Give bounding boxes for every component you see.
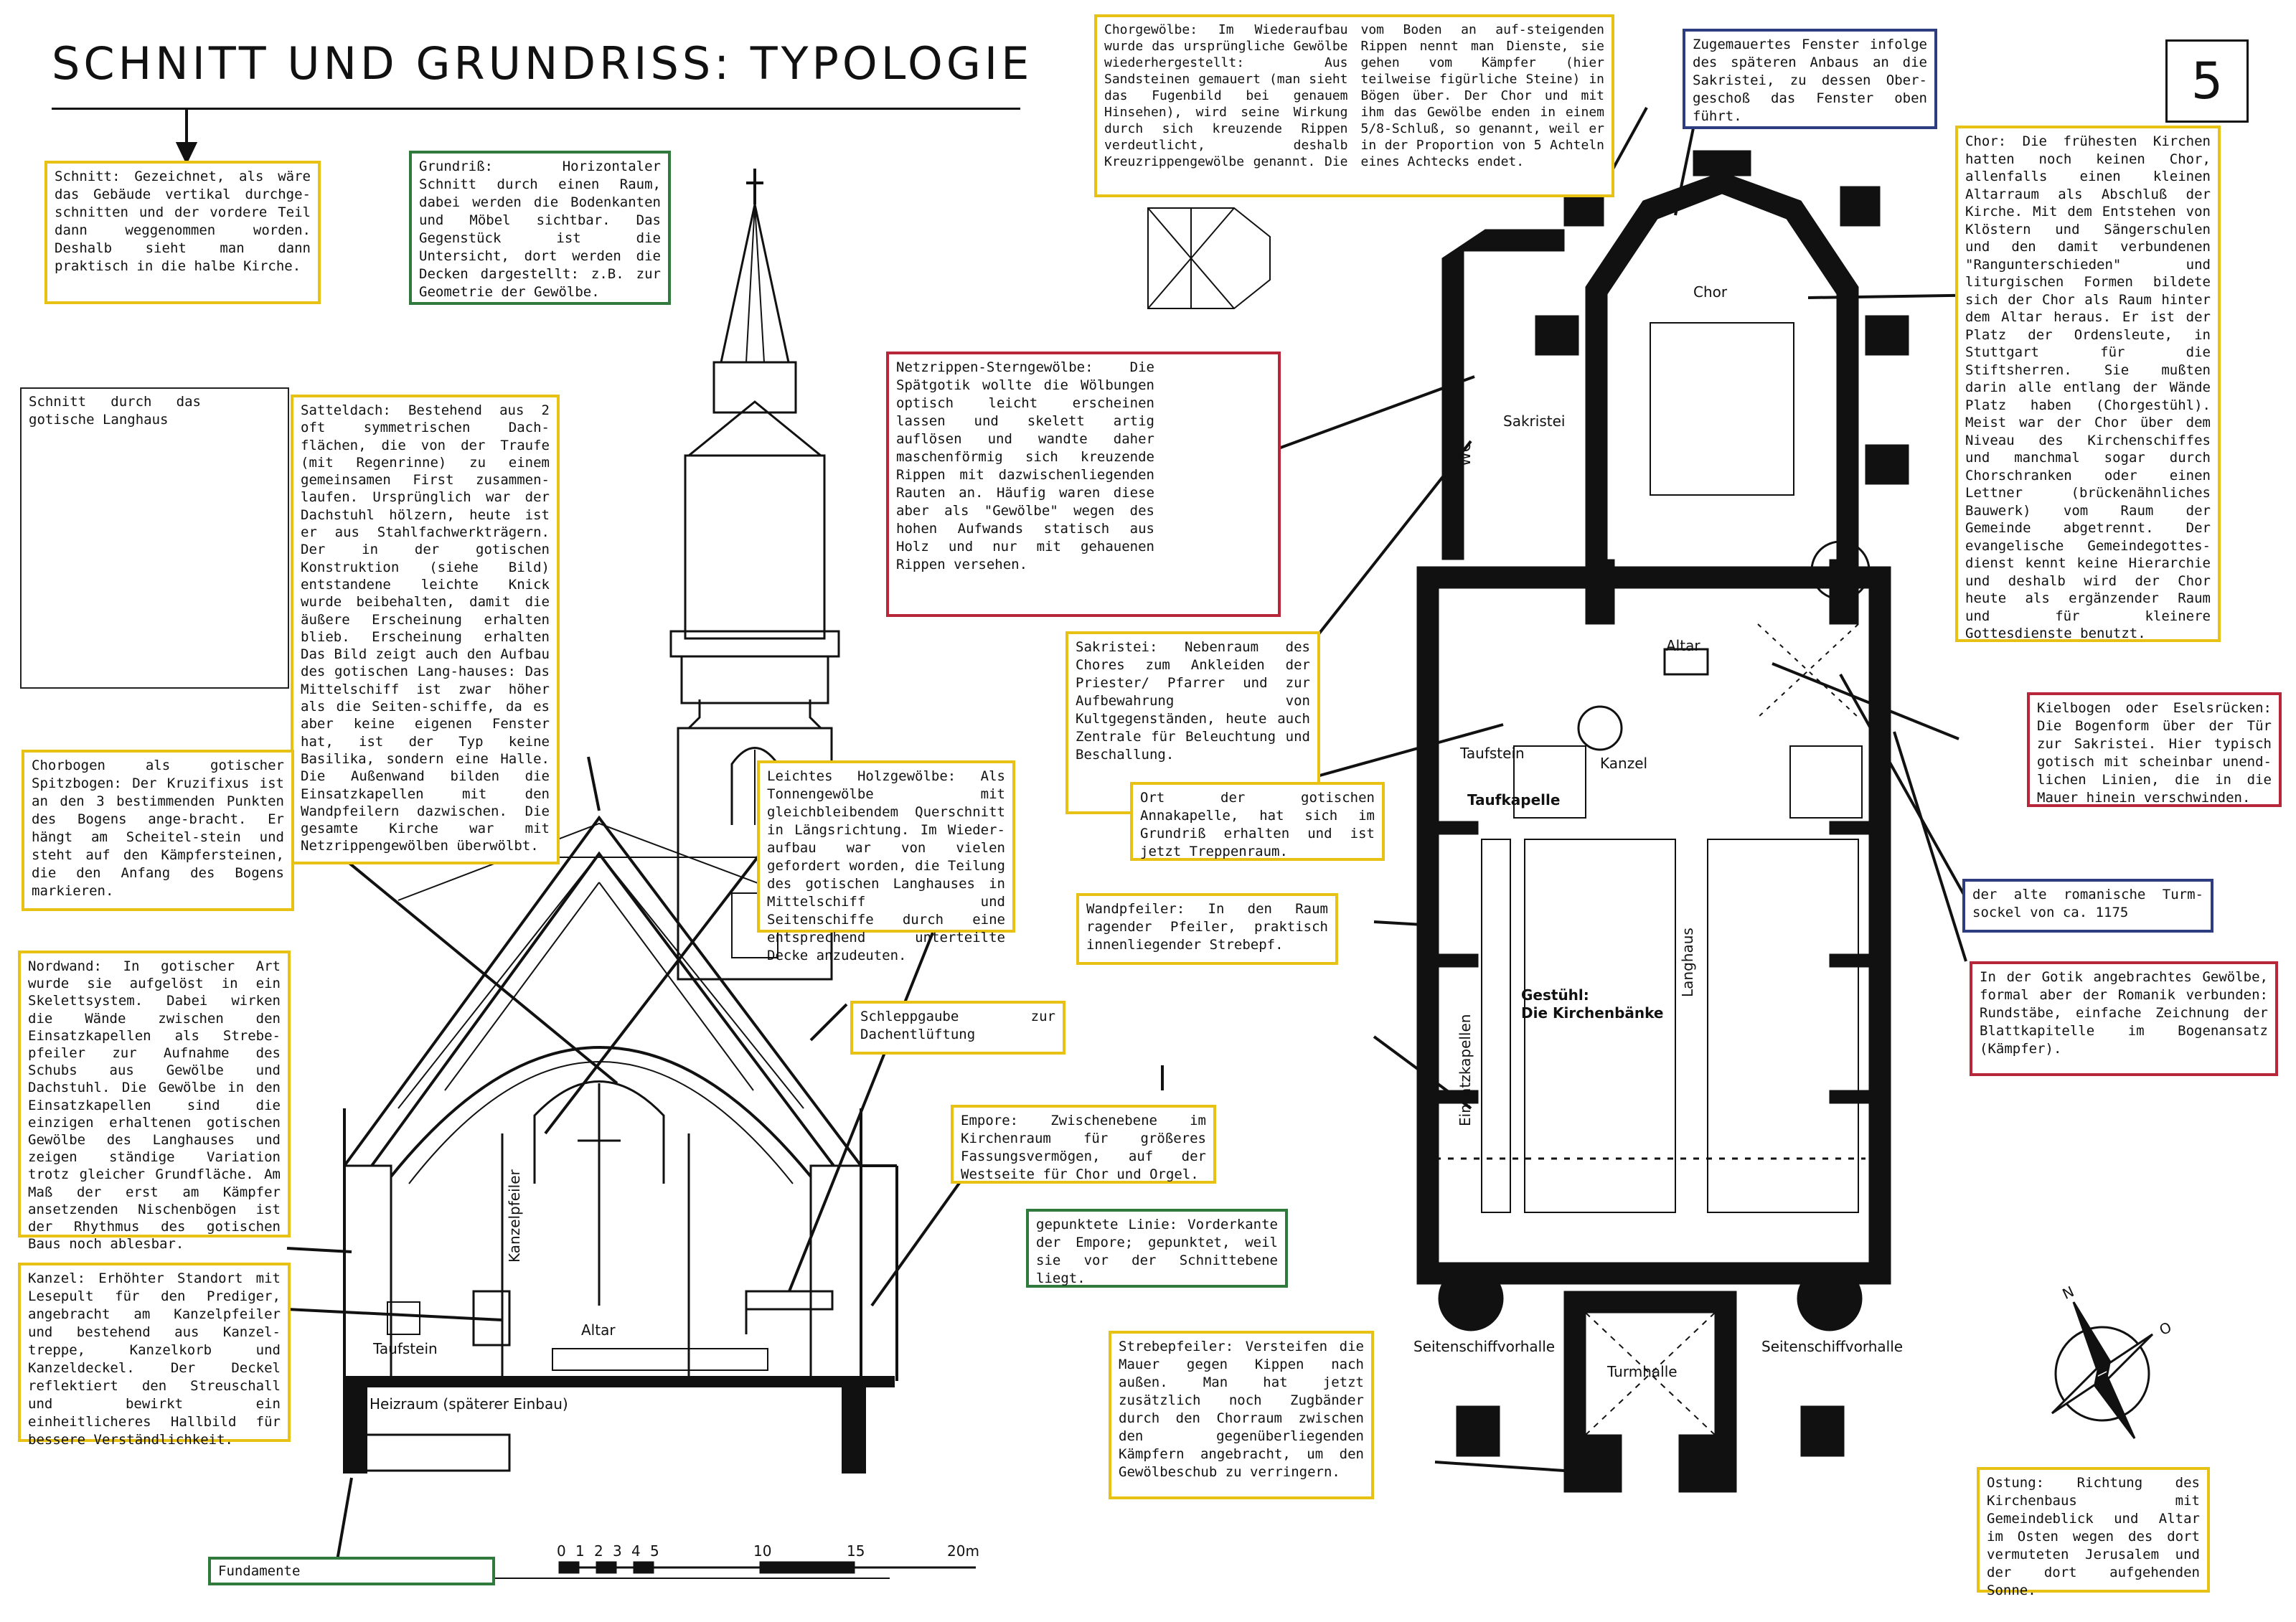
box-holzgewoelbe: Leichtes Holzgewölbe: Als Tonnengewölbe … [757,760,1015,963]
text-empore: Empore: Zwischenebene im Kirchenraum für… [961,1113,1206,1182]
scale-tick-1: 1 [575,1542,585,1560]
box-zugemauertes-fenster: Zugemauertes Fenster infolge des spätere… [1683,29,1937,129]
text-strebepfeiler: Strebepfeiler: Versteifen die Mauer gege… [1119,1339,1364,1480]
label-sakristei-plan: Sakristei [1503,412,1566,430]
box-turmsockel: der alte romanische Turm-sockel von ca. … [1962,879,2213,933]
box-wandpfeiler: Wandpfeiler: In den Raum ragender Pfeile… [1076,893,1338,965]
box-chorgewoelbe: Chorgewölbe: Im Wiederaufbau wurde das u… [1094,14,1614,197]
text-wandpfeiler: Wandpfeiler: In den Raum ragender Pfeile… [1086,901,1328,953]
text-fundamente: Fundamente [218,1563,301,1579]
label-einsatzkapellen: Einsatzkapellen [1457,1014,1474,1126]
scale-bar [558,1561,976,1574]
scale-tick-15: 15 [847,1542,865,1560]
label-turmhalle: Turmhalle [1607,1363,1678,1380]
scale-tick-10: 10 [753,1542,772,1560]
choir-walls [1585,171,1859,560]
floor-plan [1416,150,1909,1493]
box-chor: Chor: Die frühesten Kirchen hatten noch … [1955,126,2221,642]
box-chorbogen: Chorbogen als gotischer Spitzbogen: Der … [22,750,294,911]
text-grundriss: Grundriß: Horizontaler Schnitt durch ein… [419,159,661,300]
box-strebepfeiler: Strebepfeiler: Versteifen die Mauer gege… [1109,1331,1374,1499]
page-title: SCHNITT UND GRUNDRISS: TYPOLOGIE [52,37,1033,90]
box-kanzel: Kanzel: Erhöhter Standort mit Lesepult f… [18,1263,291,1448]
label-taufstein-plan: Taufstein [1460,745,1525,762]
roof-truss [343,815,862,1167]
text-schleppgaube: Schleppgaube zur Dachentlüftung [860,1009,1055,1042]
text-nordwand: Nordwand: In gotischer Art wurde sie auf… [28,958,281,1253]
scale-tick-0: 0 [557,1542,566,1560]
text-kielbogen: Kielbogen oder Eselsrücken: Die Bogenfor… [2037,700,2272,806]
label-kanzelpfeiler: Kanzelpfeiler [506,1169,523,1263]
label-seitenschiffvorhalle-left: Seitenschiffvorhalle [1413,1338,1556,1355]
title-underline [52,108,1020,110]
text-chor: Chor: Die frühesten Kirchen hatten noch … [1965,133,2211,641]
label-kirchenbaenke: Die Kirchenbänke [1521,1004,1664,1022]
text-turmsockel: der alte romanische Turm-sockel von ca. … [1972,887,2203,920]
box-gepunktet: gepunktete Linie: Vorderkante der Empore… [1026,1209,1288,1288]
label-seitenschiffvorhalle-right: Seitenschiffvorhalle [1761,1338,1904,1355]
label-gestuehl: Gestühl: [1521,986,1589,1004]
box-schnitt-gotisch: Schnitt durch das gotische Langhaus [20,387,289,689]
label-chor-plan: Chor [1693,283,1728,301]
text-schnitt: Schnitt: Gezeichnet, als wäre das Gebäud… [55,169,311,274]
text-kanzel: Kanzel: Erhöhter Standort mit Lesepult f… [28,1270,281,1448]
box-kielbogen: Kielbogen oder Eselsrücken: Die Bogenfor… [2027,692,2282,807]
scale-tick-4: 4 [631,1542,641,1560]
box-annakapelle: Ort der gotischen Annakapelle, hat sich … [1130,782,1385,861]
label-kanzel-plan: Kanzel [1600,755,1648,772]
text-gepunktet: gepunktete Linie: Vorderkante der Empore… [1036,1217,1278,1286]
text-chorbogen: Chorbogen als gotischer Spitzbogen: Der … [32,758,284,899]
box-fundamente: Fundamente [208,1557,495,1585]
title-pointers [175,109,198,165]
box-schnitt: Schnitt: Gezeichnet, als wäre das Gebäud… [44,161,321,304]
text-sakristei: Sakristei: Nebenraum des Chores zum Ankl… [1076,639,1310,763]
box-schleppgaube: Schleppgaube zur Dachentlüftung [850,1001,1065,1055]
text-schnitt-gotisch: Schnitt durch das gotische Langhaus [29,394,201,428]
text-netzrippen: Netzrippen-Sterngewölbe: Die Spätgotik w… [896,359,1154,572]
text-holzgewoelbe: Leichtes Holzgewölbe: Als Tonnengewölbe … [767,768,1005,963]
text-annakapelle: Ort der gotischen Annakapelle, hat sich … [1140,790,1375,859]
label-langhaus: Langhaus [1679,928,1696,997]
wall-pillars [1438,821,1870,1104]
box-netzrippen: Netzrippen-Sterngewölbe: Die Spätgotik w… [886,352,1281,617]
label-altar-plan: Altar [1666,637,1700,654]
text-chorgewoelbe: Chorgewölbe: Im Wiederaufbau wurde das u… [1104,22,1604,169]
label-altar-section: Altar [581,1321,616,1339]
label-wc: WC [1457,442,1474,466]
box-grundriss: Grundriß: Horizontaler Schnitt durch ein… [409,151,671,305]
text-satteldach: Satteldach: Bestehend aus 2 oft symmetri… [301,402,550,854]
text-zugemauertes-fenster: Zugemauertes Fenster infolge des spätere… [1693,37,1927,124]
compass-rose [2051,1301,2154,1439]
choir-vault-mini-plan [1147,207,1271,309]
scale-tick-20m: 20m [947,1542,979,1560]
scale-tick-3: 3 [613,1542,622,1560]
scale-tick-2: 2 [594,1542,603,1560]
box-gotik-gewoelbe: In der Gotik angebrachtes Gewölbe, forma… [1970,961,2278,1076]
box-empore: Empore: Zwischenebene im Kirchenraum für… [951,1105,1216,1184]
label-heizraum: Heizraum (späterer Einbau) [370,1395,568,1413]
box-ostung: Ostung: Richtung des Kirchenbaus mit Gem… [1977,1467,2210,1598]
label-taufkapelle: Taufkapelle [1467,791,1561,808]
box-nordwand: Nordwand: In gotischer Art wurde sie auf… [18,951,291,1252]
box-satteldach: Satteldach: Bestehend aus 2 oft symmetri… [291,395,560,864]
label-taufstein-section: Taufstein [373,1340,438,1357]
nave-section [273,1046,898,1579]
page-number: 5 [2165,39,2249,123]
text-ostung: Ostung: Richtung des Kirchenbaus mit Gem… [1987,1475,2200,1598]
text-gotik-gewoelbe: In der Gotik angebrachtes Gewölbe, forma… [1980,969,2268,1057]
pews [1481,745,1863,1213]
section-drawing [29,169,898,1579]
scale-tick-5: 5 [650,1542,659,1560]
